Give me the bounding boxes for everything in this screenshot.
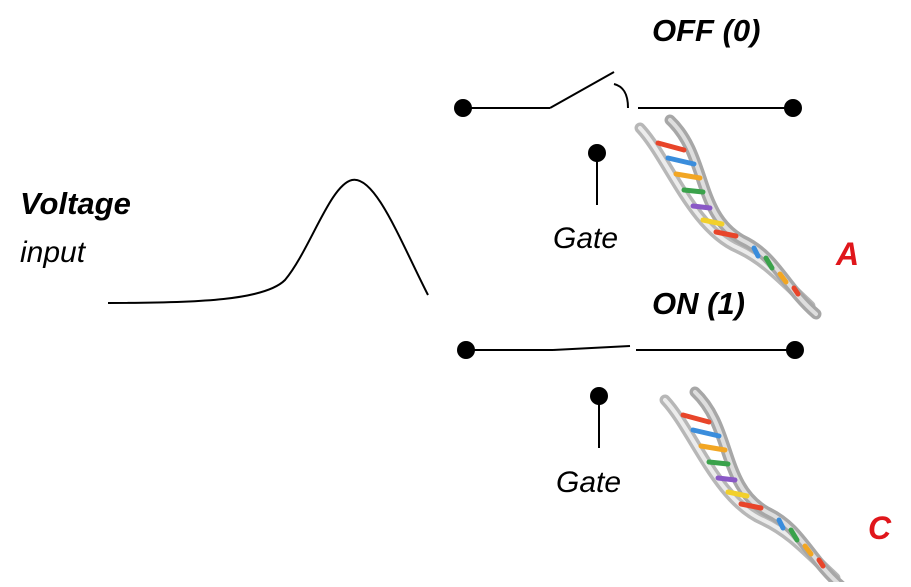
voltage-subtitle: input — [20, 236, 86, 269]
on-terminal-right — [786, 341, 804, 359]
on-switch-blade — [552, 345, 631, 351]
off-state-label: OFF (0) — [652, 13, 761, 48]
on-state-label: ON (1) — [652, 286, 745, 321]
base-c-label: C — [868, 510, 892, 546]
voltage-pulse-curve — [107, 178, 429, 304]
gate-bottom-label: Gate — [556, 466, 622, 499]
voltage-title: Voltage — [20, 186, 131, 221]
base-a-label: A — [836, 236, 860, 272]
dna-helix-icon — [665, 392, 841, 582]
dna-helix-icon — [640, 120, 816, 314]
off-switch-blade — [549, 71, 615, 109]
off-switch — [454, 71, 802, 205]
gate-top-label: Gate — [553, 222, 619, 255]
off-terminal-right — [784, 99, 802, 117]
on-switch — [457, 341, 804, 448]
off-contact-hook — [613, 83, 629, 109]
